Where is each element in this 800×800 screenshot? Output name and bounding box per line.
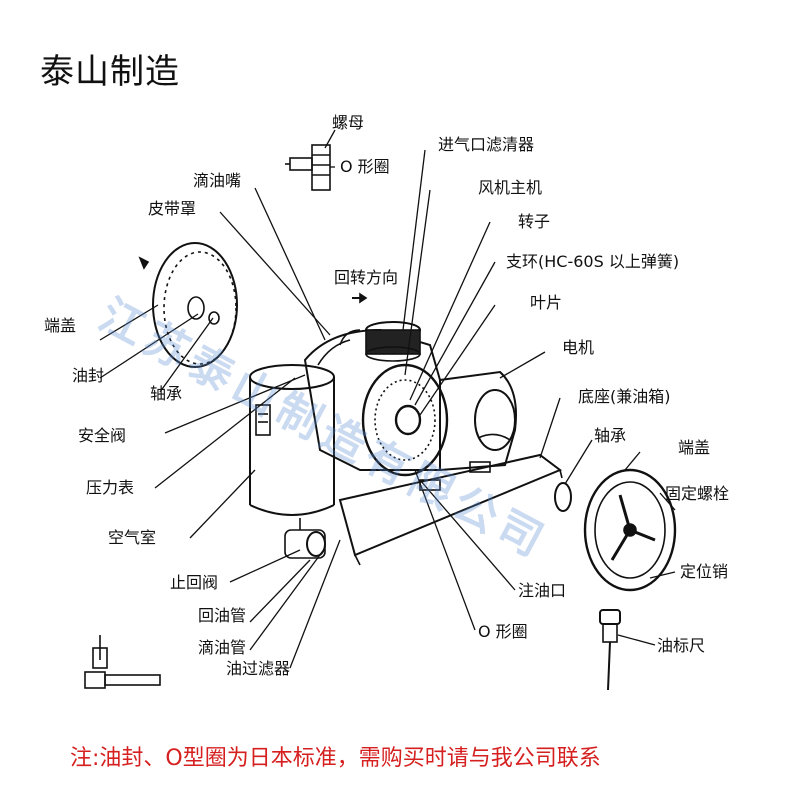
label-support-ring: 支环(HC-60S 以上弹簧) (506, 252, 680, 271)
base-drawing (338, 453, 563, 566)
label-locating-pin: 定位销 (680, 562, 729, 581)
label-oil-nozzle: 滴油嘴 (193, 171, 242, 190)
footer-note: 注:油封、O型圈为日本标准，需购买时请与我公司联系 (70, 746, 601, 771)
label-safety-valve: 安全阀 (78, 426, 127, 445)
label-blower-main: 风机主机 (478, 178, 543, 197)
label-o-ring-bottom: O 形圈 (478, 622, 528, 641)
label-bearing-left: 轴承 (150, 384, 183, 403)
label-oil-inlet: 注油口 (518, 581, 567, 600)
label-belt-cover: 皮带罩 (148, 199, 197, 218)
left-end-cover-drawing (138, 242, 238, 368)
right-end-cover-drawing (583, 468, 677, 592)
label-oil-filter: 油过滤器 (226, 659, 291, 678)
label-drip-pipe: 滴油管 (198, 638, 247, 657)
nut-o-ring-drawing (285, 144, 331, 191)
label-rotation-direction: 回转方向 (334, 268, 399, 287)
dipstick-drawing (599, 609, 621, 691)
label-base-tank: 底座(兼油箱) (578, 387, 671, 406)
label-dipstick: 油标尺 (657, 636, 706, 655)
label-end-cover-right: 端盖 (678, 438, 711, 457)
bolt-drawing (84, 635, 161, 689)
label-fixing-bolt: 固定螺栓 (665, 484, 730, 503)
label-pressure-gauge: 压力表 (86, 478, 135, 497)
motor-drawing (439, 370, 517, 471)
leader-lines (99, 129, 676, 669)
label-oil-seal: 油封 (72, 366, 105, 385)
label-bearing-right: 轴承 (594, 426, 627, 445)
check-valve-drawing (284, 518, 326, 559)
label-check-valve: 止回阀 (170, 573, 219, 592)
page-title: 泰山制造 (40, 52, 180, 92)
label-end-cover-left: 端盖 (44, 316, 77, 335)
label-o-ring-top: O 形圈 (340, 157, 390, 176)
label-vane: 叶片 (530, 293, 563, 312)
label-rotor: 转子 (518, 212, 551, 231)
right-bearing-drawing (554, 482, 572, 512)
label-motor: 电机 (562, 338, 595, 357)
label-nut: 螺母 (332, 113, 365, 132)
label-air-chamber: 空气室 (108, 528, 157, 547)
label-intake-filter: 进气口滤清器 (438, 135, 535, 154)
label-oil-return-pipe: 回油管 (198, 606, 247, 625)
